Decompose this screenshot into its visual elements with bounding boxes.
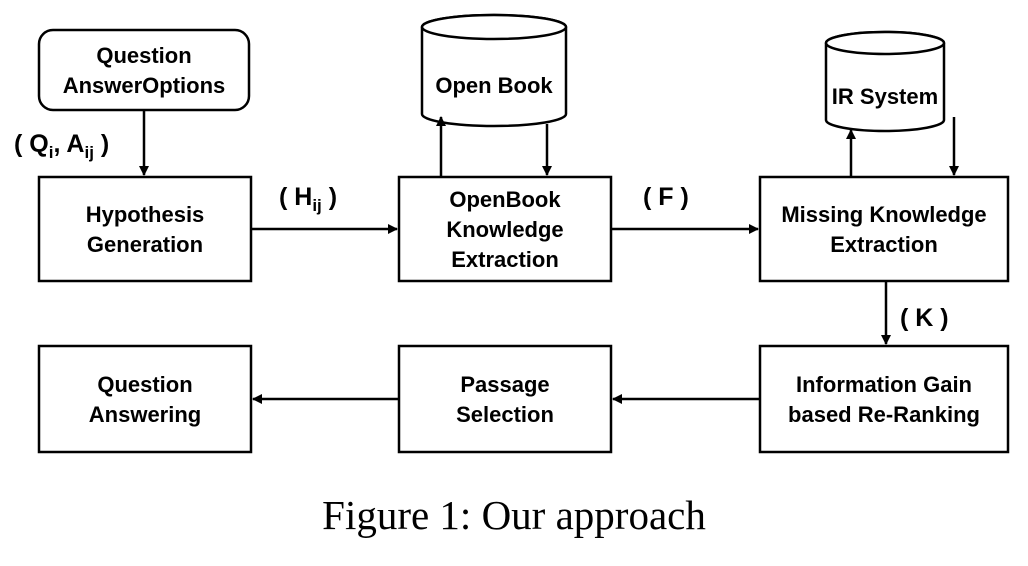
passage-selection-line-1: Passage	[460, 372, 549, 397]
passage-selection-node: Passage Selection	[397, 344, 613, 454]
open-book-label: Open Book	[435, 73, 553, 98]
approach-flow-diagram: Question AnswerOptions Open Book IR Syst…	[14, 13, 1010, 454]
openbook-node-line-1: OpenBook	[449, 187, 561, 212]
information-gain-reranking-node: Information Gain based Re-Ranking	[758, 344, 1010, 454]
reranking-line-2: based Re-Ranking	[788, 402, 980, 427]
passage-selection-line-2: Selection	[456, 402, 554, 427]
missing-knowledge-extraction-node: Missing Knowledge Extraction	[758, 175, 1010, 283]
openbook-node-line-3: Extraction	[451, 247, 559, 272]
openbook-knowledge-extraction-node: OpenBook Knowledge Extraction	[397, 175, 613, 283]
hypothesis-label-open: ( H	[279, 183, 312, 211]
qa-label-open: ( Q	[14, 130, 49, 158]
missing-node-line-2: Extraction	[830, 232, 938, 257]
hypothesis-edge-label: ( Hij )	[279, 183, 337, 215]
hypothesis-node-line-2: Generation	[87, 232, 203, 257]
ir-system-datastore: IR System	[824, 30, 946, 133]
figure-caption: Figure 1: Our approach	[322, 492, 706, 538]
facts-edge-label: ( F )	[643, 183, 689, 211]
qa-input-edge-label: ( Qi, Aij )	[14, 130, 109, 162]
hypothesis-label-subscript: ij	[312, 196, 321, 215]
question-answering-node: Question Answering	[37, 344, 253, 454]
qa-label-a-subscript: ij	[84, 143, 93, 162]
question-answer-options-node: Question AnswerOptions	[37, 28, 251, 112]
open-book-datastore: Open Book	[420, 13, 568, 128]
hypothesis-node-line-1: Hypothesis	[86, 202, 205, 227]
ir-system-label: IR System	[832, 84, 938, 109]
question-answering-line-2: Answering	[89, 402, 201, 427]
question-answering-line-1: Question	[97, 372, 192, 397]
hypothesis-label-close: )	[322, 183, 337, 211]
qa-label-mid: , A	[53, 130, 84, 158]
missing-node-line-1: Missing Knowledge	[781, 202, 986, 227]
qa-label-close: )	[94, 130, 109, 158]
question-node-line-1: Question	[96, 43, 191, 68]
reranking-line-1: Information Gain	[796, 372, 972, 397]
qa-label-q-subscript: i	[49, 143, 54, 162]
hypothesis-generation-node: Hypothesis Generation	[37, 175, 253, 283]
openbook-node-line-2: Knowledge	[446, 217, 563, 242]
question-node-line-2: AnswerOptions	[63, 73, 226, 98]
knowledge-edge-label: ( K )	[900, 304, 949, 332]
